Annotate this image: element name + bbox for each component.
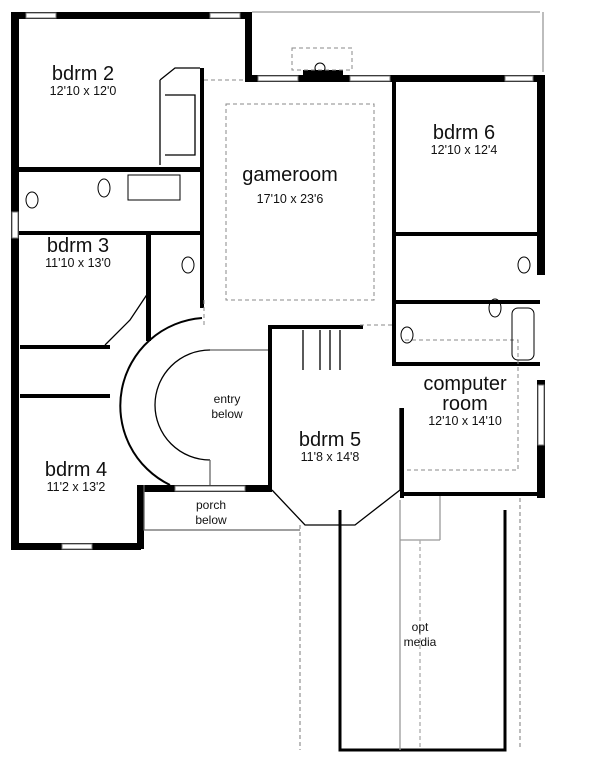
room-dimensions: 11'10 x 13'0 [45, 256, 111, 270]
room-dimensions: 12'10 x 12'4 [430, 143, 498, 157]
room-dimensions: 12'10 x 14'10 [428, 414, 502, 428]
dashed-outlines [203, 47, 519, 471]
room-name: gameroom [242, 164, 338, 186]
room-dimensions: 12'10 x 12'0 [49, 84, 117, 98]
note-entry-below: entry below [211, 392, 242, 422]
room-bdrm-6: bdrm 6 12'10 x 12'4 [431, 123, 498, 157]
room-name-line2: room [442, 393, 488, 415]
room-gameroom: gameroom 17'10 x 23'6 [242, 165, 338, 206]
note-line: entry [213, 392, 241, 406]
interior-lines [104, 11, 544, 752]
note-opt-media: opt media [404, 620, 437, 650]
fixtures [25, 62, 535, 361]
note-line: media [403, 635, 437, 649]
room-name-line1: computer [423, 373, 507, 395]
room-dimensions: 11'2 x 13'2 [46, 480, 106, 494]
room-name: bdrm 5 [298, 429, 362, 451]
room-bdrm-5: bdrm 5 11'8 x 14'8 [299, 430, 361, 464]
room-dimensions: 11'8 x 14'8 [300, 450, 360, 464]
room-dimensions: 17'10 x 23'6 [256, 192, 324, 206]
room-bdrm-4: bdrm 4 11'2 x 13'2 [45, 460, 107, 494]
room-name: bdrm 6 [432, 122, 496, 144]
windows [11, 12, 545, 550]
note-line: opt [411, 620, 429, 634]
room-name: bdrm 4 [44, 459, 108, 481]
room-bdrm-2: bdrm 2 12'10 x 12'0 [50, 64, 117, 98]
room-computer-room: computer room 12'10 x 14'10 [423, 374, 506, 428]
note-line: below [195, 513, 227, 527]
note-porch-below: porch below [195, 498, 226, 528]
note-line: below [211, 407, 243, 421]
room-name: bdrm 2 [51, 63, 115, 85]
note-line: porch [195, 498, 227, 512]
room-bdrm-3: bdrm 3 11'10 x 13'0 [45, 236, 111, 270]
room-name: bdrm 3 [46, 235, 110, 257]
